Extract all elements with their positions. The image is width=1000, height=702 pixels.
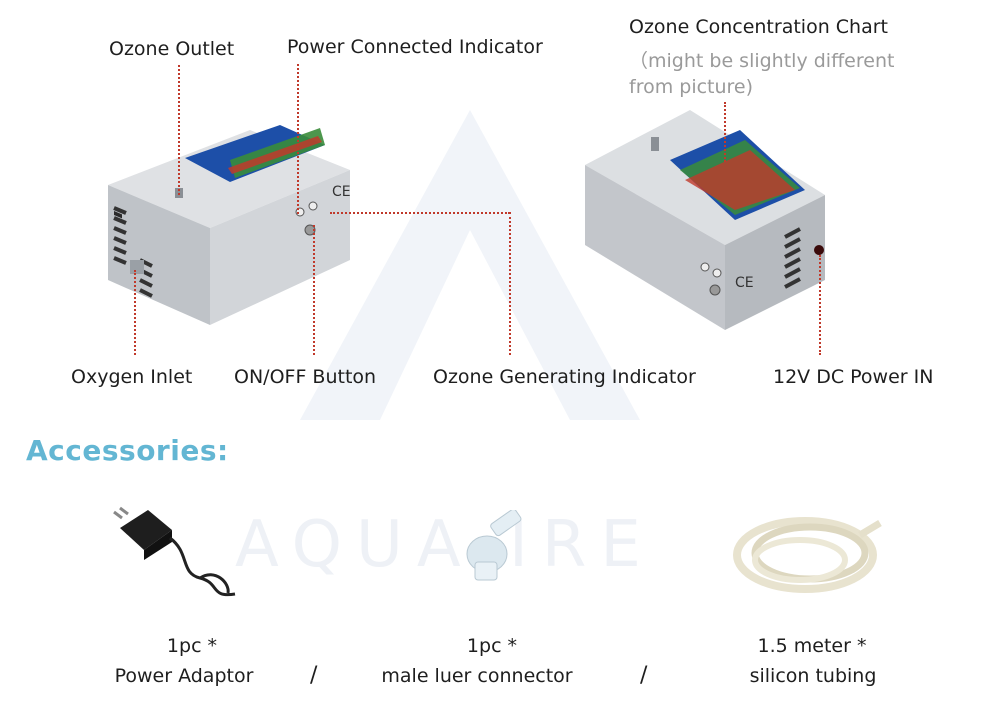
note-chart-line1: （might be slightly different [629, 50, 895, 72]
callout-ozone-generating-v [509, 212, 511, 355]
callout-chart [724, 102, 726, 162]
separator-2: / [640, 663, 648, 688]
watermark-text: AQUA IRE [235, 508, 655, 582]
label-ozone-concentration-chart: Ozone Concentration Chart [629, 16, 888, 38]
label-power-connected-indicator: Power Connected Indicator [287, 36, 543, 58]
ozone-generator-back-image: CE [585, 110, 825, 330]
label-power-in: 12V DC Power IN [773, 366, 934, 388]
callout-power-in [819, 255, 821, 355]
separator-1: / [310, 663, 318, 688]
callout-ozone-outlet [178, 65, 180, 195]
accessory-qty-adaptor: 1pc * [166, 635, 218, 657]
accessory-name-connector: male luer connector [381, 665, 573, 687]
label-oxygen-inlet: Oxygen Inlet [71, 366, 193, 388]
power-adaptor-image [113, 506, 236, 597]
silicon-tubing-image [733, 517, 882, 593]
callout-on-off [313, 225, 315, 355]
ozone-generator-front-image: CE [108, 125, 351, 325]
svg-text:CE: CE [332, 184, 351, 200]
label-ozone-generating-indicator: Ozone Generating Indicator [433, 366, 696, 388]
callout-power-connected [297, 64, 299, 214]
accessory-qty-connector: 1pc * [466, 635, 518, 657]
note-chart-line2: from picture) [629, 76, 754, 98]
watermark-logo [300, 110, 640, 420]
luer-connector-image [466, 510, 522, 581]
accessories-heading: Accessories: [26, 434, 229, 467]
callout-ozone-generating-h [330, 212, 510, 214]
accessory-qty-tubing: 1.5 meter * [757, 635, 867, 657]
label-on-off-button: ON/OFF Button [234, 366, 377, 388]
label-ozone-outlet: Ozone Outlet [109, 38, 235, 60]
accessory-name-adaptor: Power Adaptor [114, 665, 254, 687]
svg-text:CE: CE [735, 275, 754, 291]
callout-oxygen-inlet [134, 270, 136, 355]
accessory-name-tubing: silicon tubing [749, 665, 877, 687]
